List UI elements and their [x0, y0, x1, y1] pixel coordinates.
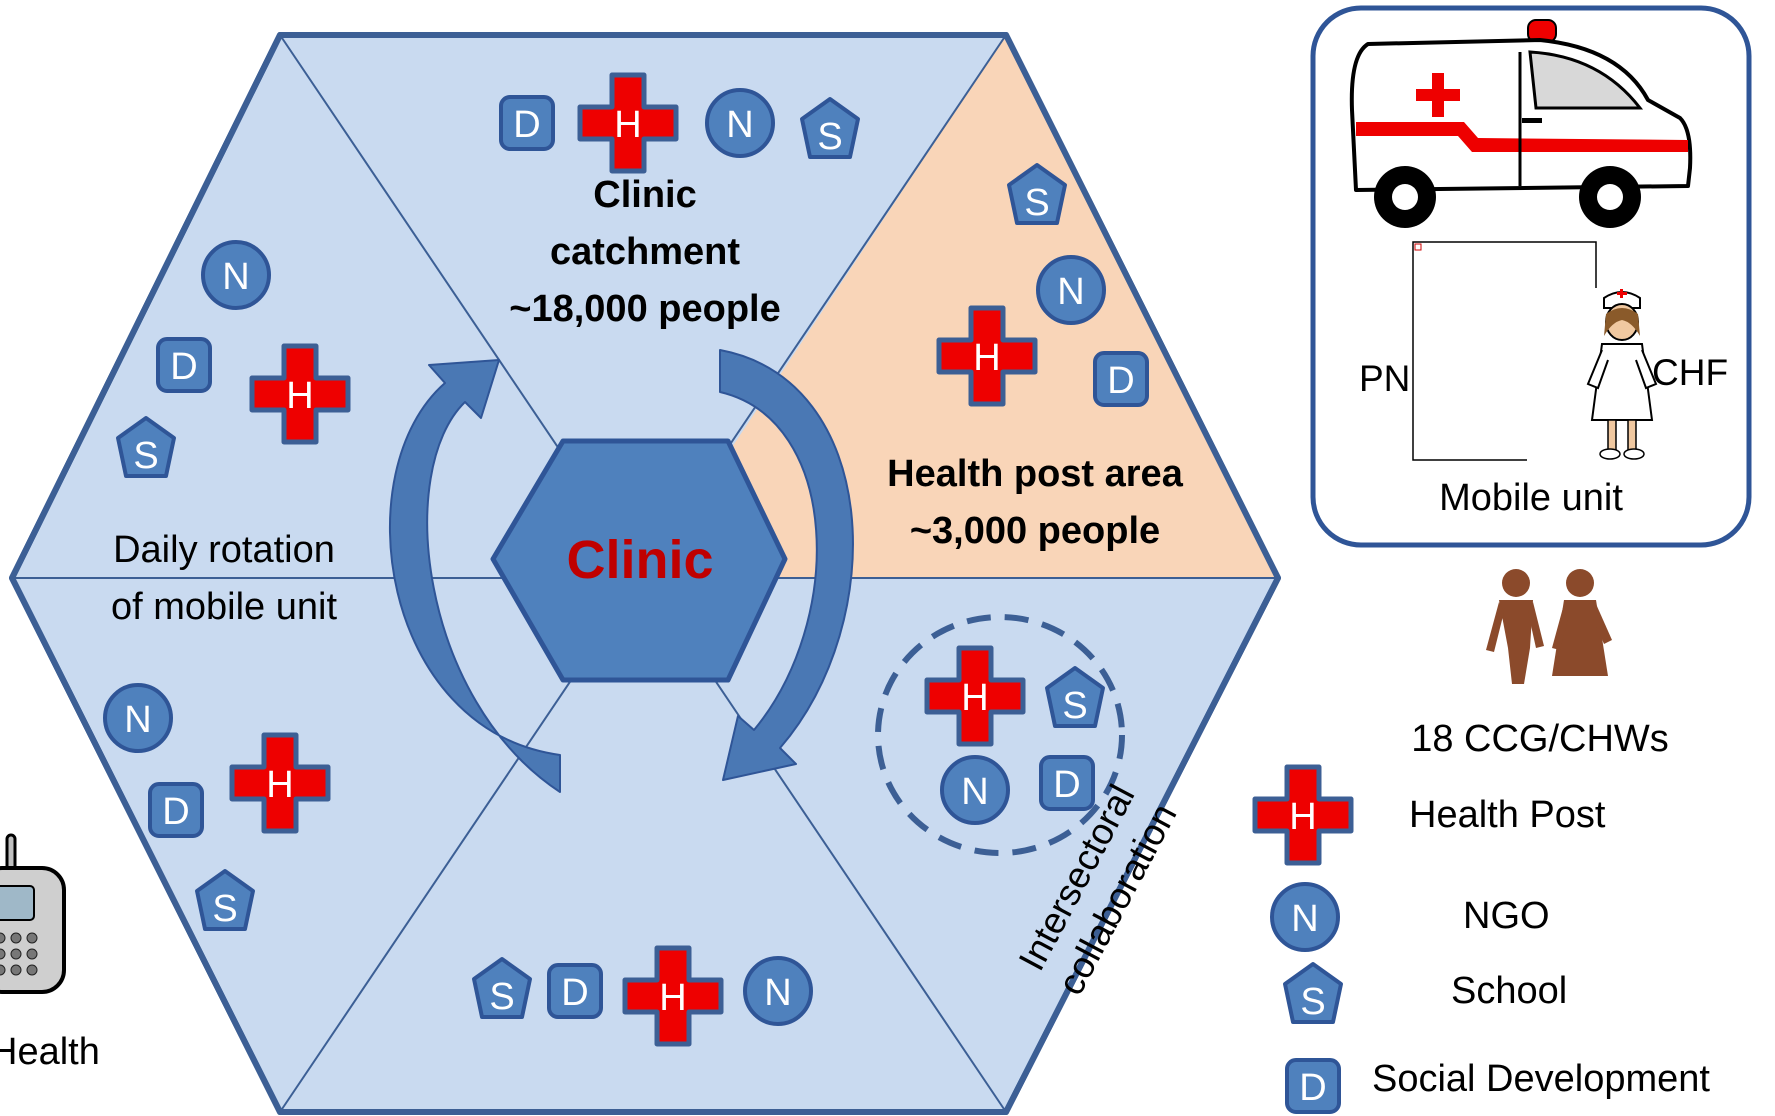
catchment-label-line1: Clinic	[593, 174, 696, 216]
phone-label: Health	[0, 1031, 100, 1073]
legend-ngo-icon	[1270, 882, 1340, 952]
ngo-icon	[743, 956, 813, 1026]
rotation-arrow-right	[719, 349, 854, 781]
legend-social-development-icon	[1285, 1058, 1341, 1114]
rotation-label-line2: of mobile unit	[111, 586, 337, 628]
clinic-hexagon	[490, 438, 788, 683]
ambulance-icon	[1349, 19, 1693, 228]
mobile-unit-title: Mobile unit	[1439, 477, 1623, 519]
legend: Health Post NGO School Social Developmen…	[1255, 767, 1710, 1114]
ngo-icon	[705, 88, 775, 158]
legend-school-label: School	[1451, 970, 1567, 1012]
legend-ngo-label: NGO	[1463, 895, 1550, 937]
social-development-icon	[148, 782, 204, 838]
rotation-arrow-left	[388, 359, 561, 793]
community-health-workers-icon	[1486, 569, 1612, 684]
legend-school-icon	[1283, 962, 1343, 1025]
catchment-label-line2: catchment	[550, 231, 740, 273]
nurse-icon	[1586, 289, 1658, 460]
social-development-icon	[1093, 351, 1149, 407]
ngo-icon	[1036, 255, 1106, 325]
social-development-icon	[547, 963, 603, 1019]
legend-social-development-label: Social Development	[1372, 1058, 1710, 1100]
missing-image-frame	[1412, 241, 1597, 461]
clinic-label: Clinic	[566, 530, 713, 590]
ngo-icon	[103, 683, 173, 753]
collaboration-dashed-circle	[875, 614, 1125, 856]
social-development-icon	[1039, 755, 1095, 811]
community-label: 18 CCG/CHWs	[1411, 718, 1669, 760]
mobile-phone-icon	[0, 833, 66, 994]
rotation-label-line1: Daily rotation	[113, 529, 335, 571]
legend-health-post-label: Health Post	[1409, 794, 1606, 836]
social-development-icon	[156, 337, 212, 393]
social-development-icon	[499, 95, 555, 151]
mobile-unit-right-role: CHF	[1652, 352, 1728, 393]
legend-health-post-icon	[1255, 767, 1351, 863]
health-post-area-label-line1: Health post area	[887, 453, 1184, 495]
health-post-area-label-line2: ~3,000 people	[910, 510, 1160, 552]
ngo-icon	[201, 240, 271, 310]
mobile-unit-left-role: PN	[1359, 358, 1410, 399]
catchment-label-line3: ~18,000 people	[509, 288, 780, 330]
ngo-icon	[940, 755, 1010, 825]
